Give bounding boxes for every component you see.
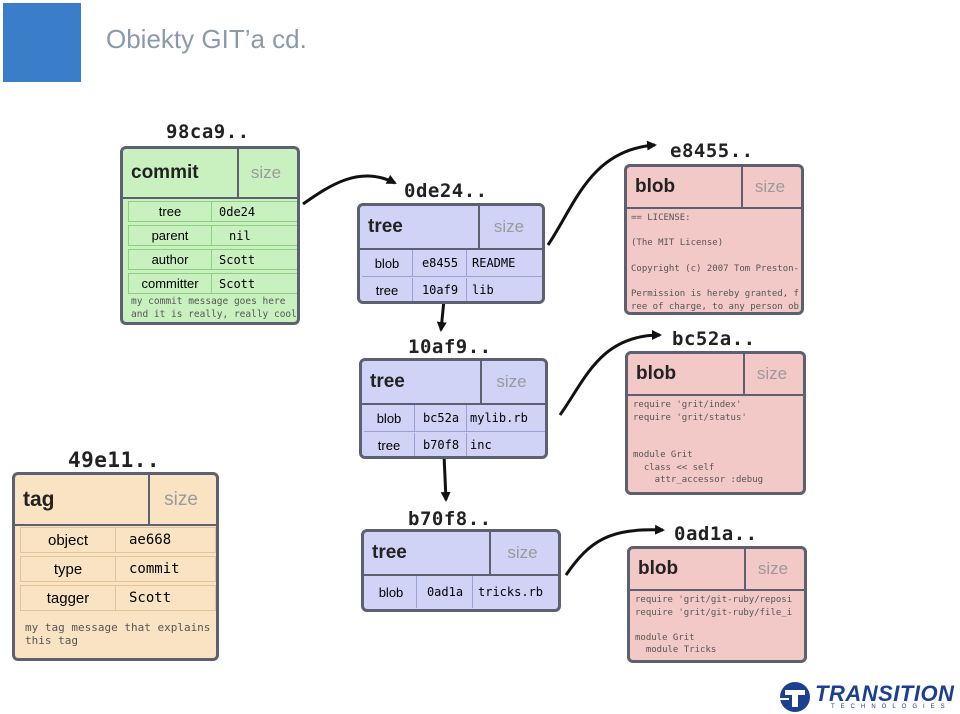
tree-entry-row: tree 10af9 lib [362, 278, 542, 301]
logo-mark-icon [779, 682, 810, 712]
tag-field-key: type [21, 557, 116, 581]
tree-size-label: size [507, 543, 538, 562]
tree-entry-kind: tree [362, 278, 413, 301]
tree-entry-sha: e8455 [414, 250, 467, 276]
blob-hash: 0ad1a.. [674, 523, 758, 545]
blob-content: == LICENSE: (The MIT License) Copyright … [631, 213, 799, 312]
logo-brand-text: TRANSITION [815, 681, 955, 706]
tree-entry-row: blob e8455 README [362, 250, 542, 277]
arrow-commit-to-tree [302, 174, 397, 206]
commit-field-row: author Scott [128, 249, 297, 270]
commit-field-row: committer Scott [128, 273, 297, 294]
tree-entry-row: blob bc52a mylib.rb [364, 405, 545, 432]
blob-type-label: blob [635, 176, 676, 197]
commit-object: commit size tree 0de24 parent nil author… [120, 146, 300, 325]
tag-field-value: ae668 [129, 532, 172, 548]
tree-entry-kind: tree [364, 433, 415, 456]
commit-type-label: commit [131, 162, 199, 183]
tree-hash: b70f8.. [408, 508, 492, 530]
blob-size-label: size [756, 364, 788, 383]
tree-object: tree size blob bc52a mylib.rb tree b70f8… [359, 358, 548, 459]
tree-entry-sha: b70f8 [416, 433, 467, 456]
blob-type-label: blob [638, 558, 679, 579]
tag-field-value: Scott [129, 590, 172, 606]
tree-entry-name: mylib.rb [470, 411, 528, 425]
tree-entry-sha: 10af9 [414, 278, 467, 301]
tree-object: tree size blob 0ad1a tricks.rb [361, 529, 561, 612]
tree-size-label: size [493, 217, 525, 236]
blob-type-label: blob [636, 363, 677, 384]
transition-technologies-logo: TRANSITION TECHNOLOGIES [779, 681, 959, 713]
arrow-tree-to-tree-10af9 [436, 299, 447, 332]
title-accent-block [3, 3, 81, 82]
tree-entry-name: tricks.rb [478, 585, 544, 599]
commit-field-value: 0de24 [219, 204, 256, 219]
tree-entry-name: lib [472, 283, 494, 297]
tree-entry-kind: blob [362, 250, 413, 276]
tree-type-label: tree [372, 542, 407, 563]
tree-type-label: tree [368, 216, 403, 237]
tag-field-row: object ae668 [20, 527, 216, 553]
blob-size-label: size [757, 559, 789, 578]
blob-content: require 'grit/index'require 'grit/status… [633, 400, 764, 485]
arrow-tree-to-tree-b70f8 [440, 454, 451, 502]
blob-size-label: size [754, 177, 786, 196]
tag-field-value: commit [129, 561, 180, 577]
commit-field-value: Scott [219, 252, 256, 267]
tree-hash: 10af9.. [408, 336, 492, 358]
tree-entry-kind: blob [366, 576, 417, 608]
blob-object: blob size == LICENSE: (The MIT License) … [624, 164, 804, 315]
commit-field-key: author [129, 250, 212, 269]
commit-field-value: nil [229, 228, 251, 243]
tag-field-row: type commit [20, 556, 216, 582]
tree-type-label: tree [370, 371, 405, 392]
tree-entry-sha: 0ad1a [418, 576, 473, 608]
tree-entry-name: README [472, 256, 516, 270]
tag-type-label: tag [23, 487, 55, 511]
tag-size-label: size [164, 488, 198, 510]
commit-field-key: parent [129, 226, 212, 245]
commit-hash: 98ca9.. [166, 121, 250, 143]
tree-entry-name: inc [470, 438, 492, 452]
tree-hash: 0de24.. [404, 180, 488, 202]
tree-size-label: size [496, 372, 527, 391]
commit-field-key: committer [129, 274, 212, 293]
commit-field-row: tree 0de24 [128, 201, 297, 222]
commit-field-row: parent nil [128, 225, 297, 246]
commit-size-label: size [250, 163, 282, 182]
slide-title: Obiekty GIT’a cd. [106, 24, 307, 54]
blob-hash: e8455.. [670, 140, 754, 162]
tree-entry-kind: blob [364, 405, 415, 431]
commit-field-value: Scott [219, 276, 256, 291]
logo-sub-text: TECHNOLOGIES [831, 704, 951, 710]
tree-entry-sha: bc52a [416, 405, 467, 431]
blob-hash: bc52a.. [672, 328, 756, 350]
tag-field-key: tagger [21, 586, 116, 610]
tree-entry-row: blob 0ad1a tricks.rb [366, 576, 558, 608]
blob-object: blob size require 'grit/index'require 'g… [625, 351, 806, 495]
tag-hash: 49e11.. [68, 448, 161, 472]
tag-field-row: tagger Scott [20, 585, 216, 611]
tag-object: tag size object ae668 type commit tagger… [12, 472, 219, 661]
tree-object: tree size blob e8455 README tree 10af9 l… [357, 203, 545, 304]
tag-field-key: object [21, 528, 116, 552]
tree-entry-row: tree b70f8 inc [364, 433, 545, 456]
commit-field-key: tree [129, 202, 212, 221]
